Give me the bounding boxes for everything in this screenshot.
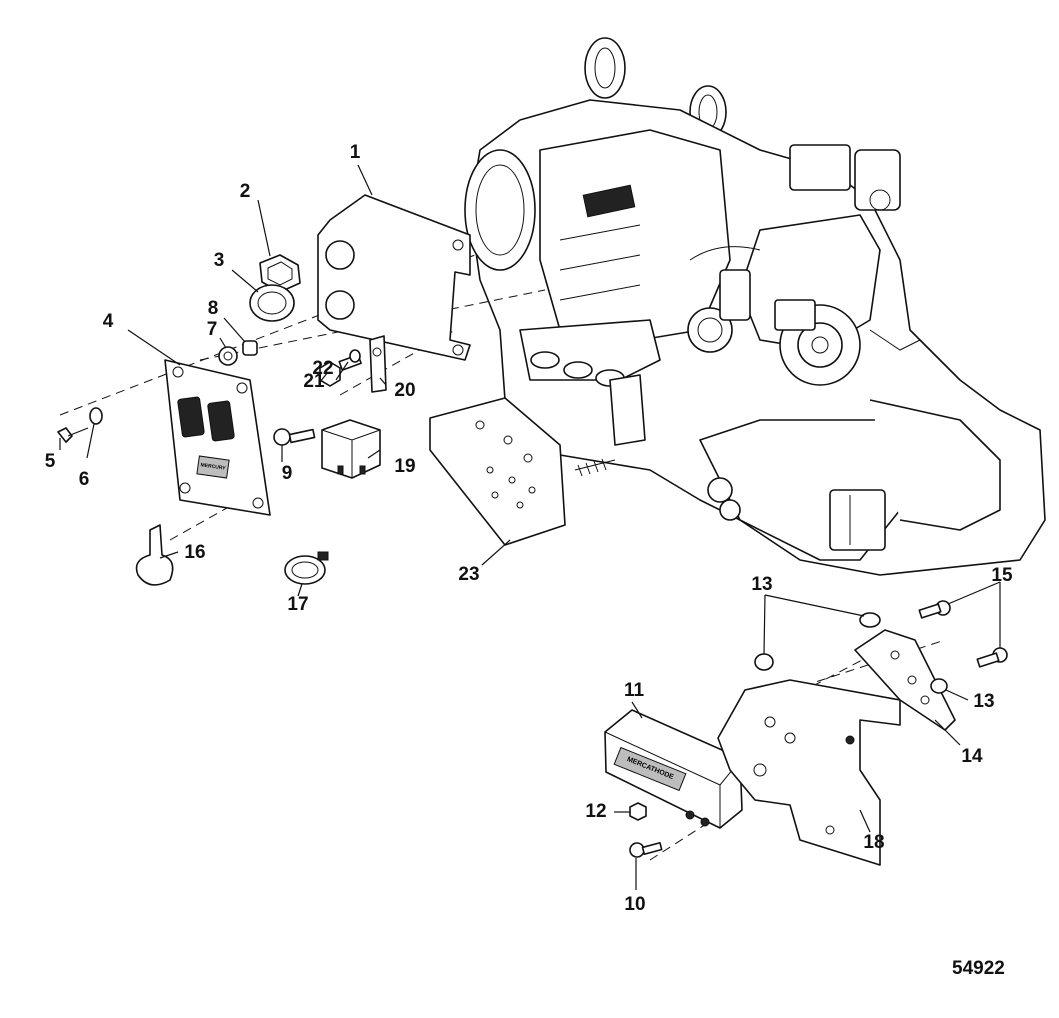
callout-8: 8 <box>208 298 219 319</box>
callout-2: 2 <box>240 181 251 202</box>
callout-3: 3 <box>214 250 225 271</box>
part-4-ecm: MERCURY <box>164 359 271 516</box>
part-16-clamp <box>135 524 174 586</box>
part-6-washer <box>89 407 103 425</box>
part-10-screw <box>629 841 663 858</box>
callout-13-top: 13 <box>751 574 772 595</box>
callout-23: 23 <box>458 564 479 585</box>
ecm-decal-text: MERCURY <box>200 462 226 472</box>
part-15-bolt-b <box>976 647 1008 668</box>
callout-19: 19 <box>394 456 415 477</box>
callout-14: 14 <box>961 746 983 767</box>
part-2-grommet <box>259 254 301 293</box>
part-11-module: MERCATHODE <box>604 709 743 829</box>
part-13-screw-a <box>859 612 881 628</box>
callout-10: 10 <box>624 894 645 915</box>
part-18-bracket <box>717 679 901 866</box>
callout-labels: 1 2 3 4 5 6 7 8 9 10 11 12 13 13 13 14 1… <box>45 142 1013 915</box>
part-14-bracket <box>854 629 956 731</box>
part-3-grommet <box>249 284 295 322</box>
callout-9: 9 <box>282 463 293 484</box>
callout-11: 11 <box>624 680 645 701</box>
callout-21: 21 <box>303 371 325 392</box>
part-5-screw <box>57 427 89 443</box>
callout-6: 6 <box>79 469 90 490</box>
part-19-relay <box>321 419 381 479</box>
part-13-screw-c <box>930 678 948 694</box>
callout-20: 20 <box>394 380 415 401</box>
part-15-bolt-a <box>918 600 951 619</box>
part-8-spacer <box>242 340 258 356</box>
callout-16: 16 <box>184 542 205 563</box>
callout-18: 18 <box>863 832 884 853</box>
engine-assembly <box>464 37 1046 576</box>
part-7-nut <box>218 346 238 366</box>
part-20-clip <box>369 335 387 393</box>
callout-7: 7 <box>207 319 218 340</box>
part-17-hose-clamp <box>284 551 329 585</box>
part-9-bolt <box>273 428 316 446</box>
leader-lines <box>59 164 1001 890</box>
callout-15: 15 <box>991 565 1013 586</box>
callout-5: 5 <box>45 451 56 472</box>
part-21-nut <box>319 361 341 387</box>
part-22-bolt <box>338 349 362 371</box>
part-23-plate <box>429 397 566 546</box>
callout-12: 12 <box>585 801 606 822</box>
callout-17: 17 <box>287 594 308 615</box>
part-1-ecm-bracket <box>317 194 471 361</box>
part-12-nut <box>629 802 647 821</box>
callout-22: 22 <box>312 358 333 379</box>
callout-1: 1 <box>350 142 361 163</box>
callout-4: 4 <box>103 311 114 332</box>
figure-number: 54922 <box>952 958 1005 979</box>
part-13-screw-b <box>754 653 774 671</box>
callout-13-right: 13 <box>973 691 994 712</box>
